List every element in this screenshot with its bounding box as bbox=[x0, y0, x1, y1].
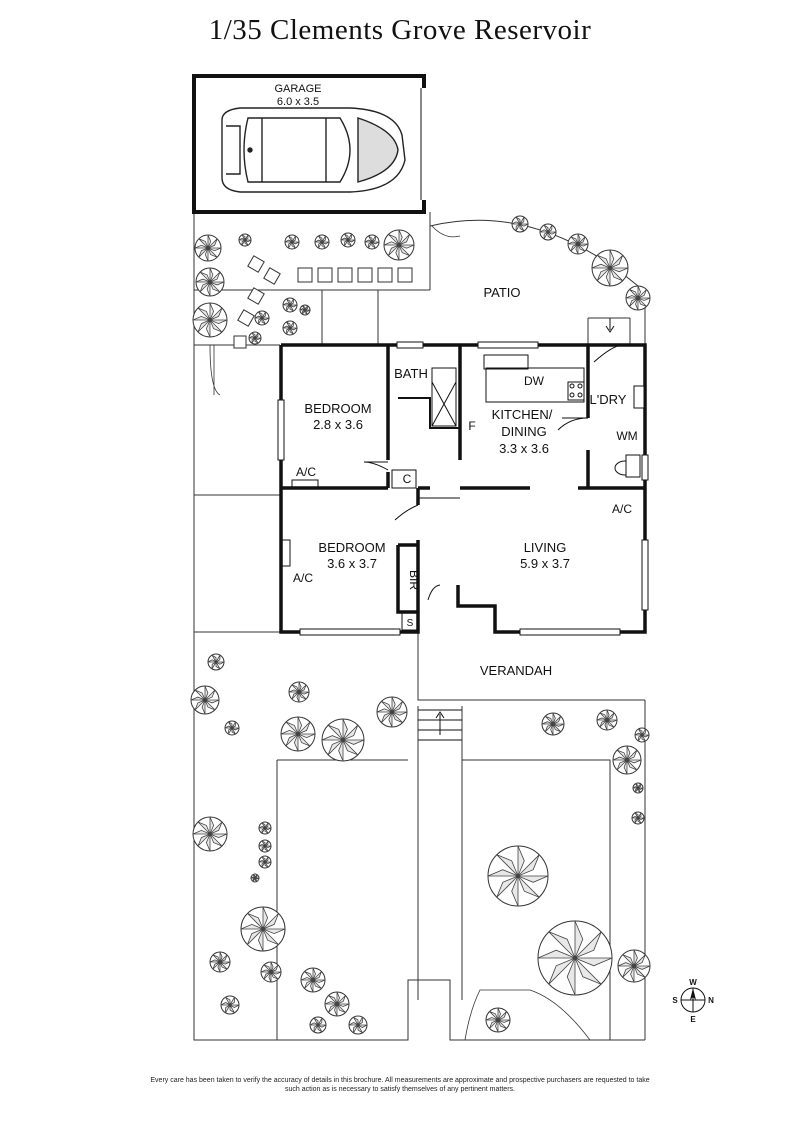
tree-icon bbox=[324, 991, 350, 1017]
tree-icon bbox=[280, 716, 316, 752]
paving-stones bbox=[233, 255, 413, 349]
tree-icon bbox=[485, 1007, 511, 1033]
living-ac-label: A/C bbox=[612, 502, 632, 516]
tree-icon bbox=[541, 712, 565, 736]
door-swings bbox=[363, 344, 623, 601]
tree-icon bbox=[192, 816, 228, 852]
car-icon bbox=[221, 107, 406, 193]
tree-icon bbox=[634, 727, 650, 743]
laundry-label: L'DRY bbox=[590, 392, 627, 407]
compass-icon: W E S N bbox=[672, 978, 714, 1024]
tree-icon bbox=[567, 233, 589, 255]
room-labels: PATIO BATH BEDROOM 2.8 x 3.6 KITCHEN/ DI… bbox=[304, 285, 626, 678]
steps bbox=[418, 318, 615, 741]
tree-icon bbox=[596, 709, 618, 731]
tree-icon bbox=[260, 961, 282, 983]
tree-icon bbox=[209, 951, 231, 973]
tree-icon bbox=[220, 995, 240, 1015]
tree-icon bbox=[254, 310, 270, 326]
cupboards bbox=[281, 469, 419, 631]
living-label: LIVING bbox=[524, 540, 567, 555]
tree-icon bbox=[340, 232, 356, 248]
bedroom2-ac-label: A/C bbox=[293, 571, 313, 585]
tree-icon bbox=[617, 949, 651, 983]
dishwasher-label: DW bbox=[524, 374, 545, 388]
bedroom1-label: BEDROOM bbox=[304, 401, 371, 416]
tree-icon bbox=[348, 1015, 368, 1035]
tree-icon bbox=[240, 906, 286, 952]
tree-icon bbox=[258, 821, 272, 835]
tree-icon bbox=[309, 1016, 327, 1034]
tree-icon bbox=[207, 653, 225, 671]
bedroom2-label: BEDROOM bbox=[318, 540, 385, 555]
tree-icon bbox=[631, 811, 645, 825]
washing-machine-label: WM bbox=[616, 429, 637, 443]
tree-icon bbox=[190, 685, 220, 715]
compass-n: N bbox=[708, 996, 714, 1005]
storage-label: S bbox=[407, 618, 414, 629]
tree-icon bbox=[487, 845, 549, 907]
tree-icon bbox=[258, 855, 272, 869]
tree-icon bbox=[194, 234, 222, 262]
fixture-labels: DW F WM C A/C A/C A/C BIR S bbox=[293, 374, 638, 629]
tree-icon bbox=[300, 967, 326, 993]
tree-icon bbox=[364, 234, 380, 250]
disclaimer-text: Every care has been taken to verify the … bbox=[150, 1077, 650, 1093]
bath-label: BATH bbox=[394, 366, 428, 381]
windows bbox=[277, 341, 649, 636]
garage: GARAGE 6.0 x 3.5 bbox=[192, 74, 426, 214]
tree-icon bbox=[258, 839, 272, 853]
tree-icon bbox=[511, 215, 529, 233]
tree-icon bbox=[314, 234, 330, 250]
tree-icon bbox=[591, 249, 629, 287]
kitchen-label-line1: KITCHEN/ bbox=[492, 407, 553, 422]
living-size: 5.9 x 3.7 bbox=[520, 556, 570, 571]
bedroom2-size: 3.6 x 3.7 bbox=[327, 556, 377, 571]
compass-s: S bbox=[672, 996, 678, 1005]
tree-icon bbox=[288, 681, 310, 703]
fridge-label: F bbox=[468, 419, 475, 433]
tree-icon bbox=[632, 782, 644, 794]
tree-icon bbox=[282, 320, 298, 336]
bath-fixtures bbox=[431, 354, 645, 478]
tree-icon bbox=[195, 267, 225, 297]
compass-e: E bbox=[690, 1015, 696, 1024]
kitchen-label-line2: DINING bbox=[501, 424, 547, 439]
tree-icon bbox=[192, 302, 228, 338]
tree-icon bbox=[238, 233, 252, 247]
tree-icon bbox=[383, 229, 415, 261]
tree-icon bbox=[539, 223, 557, 241]
tree-icon bbox=[625, 285, 651, 311]
house-walls bbox=[279, 343, 647, 634]
tree-icon bbox=[284, 234, 300, 250]
bir-label: BIR bbox=[407, 570, 421, 590]
garage-label: GARAGE bbox=[274, 83, 321, 95]
bedroom1-ac-label: A/C bbox=[296, 465, 316, 479]
compass-w: W bbox=[689, 978, 697, 987]
tree-icon bbox=[282, 297, 298, 313]
patio-label: PATIO bbox=[483, 285, 520, 300]
tree-icon bbox=[376, 696, 408, 728]
tree-icon bbox=[250, 873, 260, 883]
tree-icon bbox=[248, 331, 262, 345]
garden-plants bbox=[190, 215, 651, 1035]
tree-icon bbox=[224, 720, 240, 736]
verandah-label: VERANDAH bbox=[480, 663, 552, 678]
tree-icon bbox=[612, 745, 642, 775]
tree-icon bbox=[321, 718, 365, 762]
tree-icon bbox=[537, 920, 613, 996]
bedroom1-size: 2.8 x 3.6 bbox=[313, 417, 363, 432]
kitchen-size: 3.3 x 3.6 bbox=[499, 441, 549, 456]
garage-size: 6.0 x 3.5 bbox=[277, 96, 319, 108]
page-title: 1/35 Clements Grove Reservoir bbox=[208, 14, 592, 46]
tree-icon bbox=[299, 304, 311, 316]
cupboard-label: C bbox=[403, 472, 412, 486]
